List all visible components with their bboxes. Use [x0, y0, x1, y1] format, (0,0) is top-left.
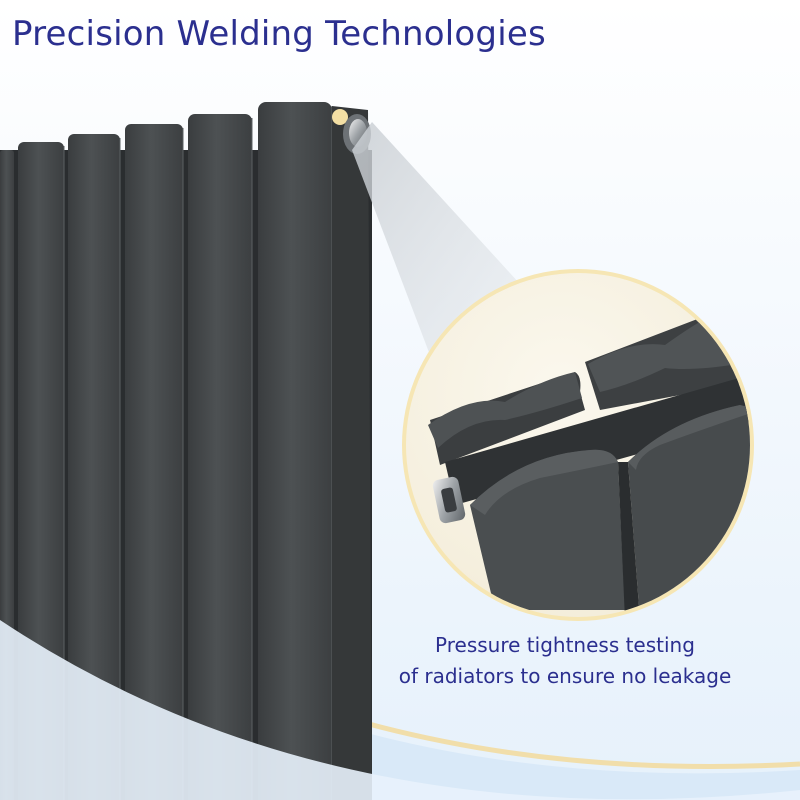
zoom-beam [352, 122, 520, 355]
radiator-side [332, 106, 372, 800]
radiator-column [188, 114, 252, 800]
radiator-column [68, 134, 120, 800]
zoom-callout-circle [402, 269, 754, 621]
caption-line-1: Pressure tightness testing [435, 633, 695, 657]
radiator-column [258, 102, 332, 800]
feature-caption: Pressure tightness testing of radiators … [395, 630, 735, 692]
foreground-wave [0, 620, 800, 800]
radiator-column [125, 124, 183, 800]
radiator-columns [0, 102, 332, 800]
page-title: Precision Welding Technologies [12, 14, 546, 54]
caption-line-2: of radiators to ensure no leakage [398, 664, 732, 688]
radiator-column [18, 142, 64, 800]
